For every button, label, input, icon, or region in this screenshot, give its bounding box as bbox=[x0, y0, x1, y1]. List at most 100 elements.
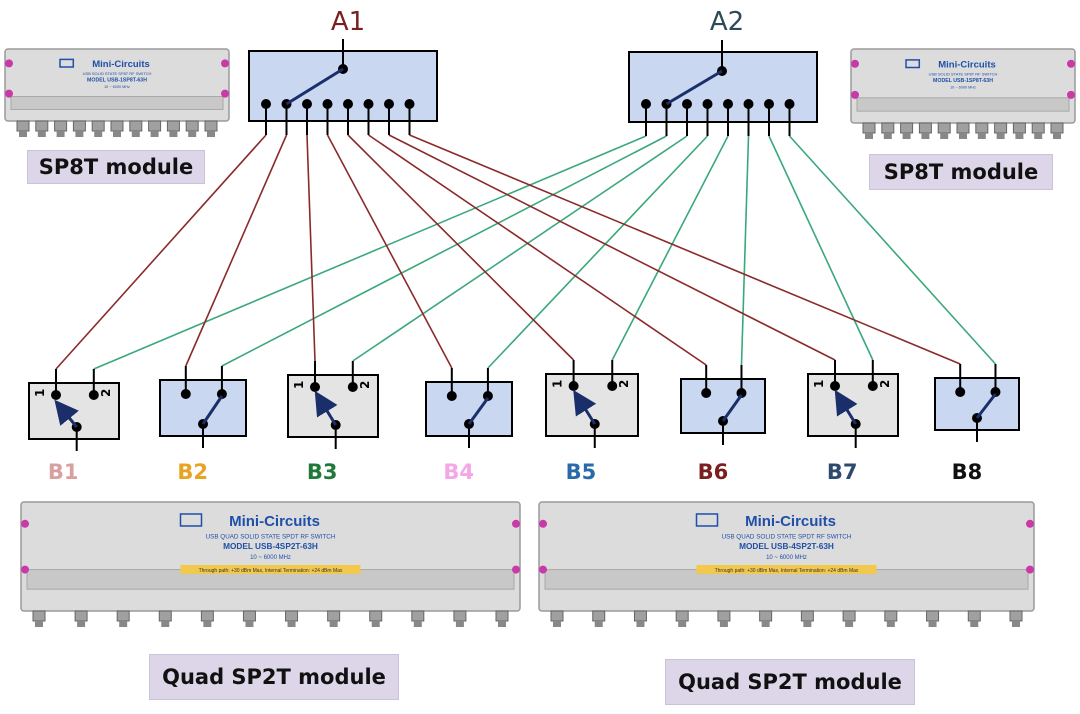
output-terminal bbox=[743, 99, 754, 109]
sma-connector-tip bbox=[75, 131, 84, 137]
sma-connector bbox=[411, 610, 425, 622]
sma-connector bbox=[918, 122, 932, 134]
module-line3: 10 ~ 6000 MHz bbox=[250, 555, 291, 561]
switch-body bbox=[248, 50, 438, 122]
sma-connector bbox=[550, 610, 564, 622]
sma-connector bbox=[91, 120, 105, 132]
output-terminal bbox=[784, 99, 795, 109]
mounting-screw bbox=[512, 565, 520, 574]
wire-layer bbox=[55, 134, 997, 370]
sma-connector-tip bbox=[902, 133, 911, 139]
sma-connector-tip bbox=[150, 131, 159, 137]
module-line3: 10 ~ 6000 MHz bbox=[950, 85, 976, 89]
sma-connector-tip bbox=[959, 133, 967, 139]
caption-sp8t-right: SP8T module bbox=[869, 154, 1053, 190]
input-terminal-2 bbox=[607, 381, 618, 391]
sma-connector-tip bbox=[161, 621, 170, 627]
output-terminal bbox=[702, 99, 713, 109]
mounting-screw bbox=[221, 59, 229, 68]
switch-b8: B8 bbox=[934, 364, 1020, 484]
wire-a2-b1 bbox=[93, 135, 647, 370]
module-brand: Mini-Circuits bbox=[938, 60, 996, 71]
input-terminal-1 bbox=[701, 388, 712, 398]
port-label-1: 1 bbox=[551, 380, 565, 388]
sma-connector bbox=[800, 610, 814, 622]
switch-label-b5: B5 bbox=[566, 460, 597, 484]
sma-connector-tip bbox=[245, 621, 254, 627]
sma-connector-tip bbox=[940, 133, 949, 139]
module-line1: USB SOLID STATE SP8T RF SWITCH bbox=[83, 71, 152, 76]
sma-connector bbox=[116, 610, 130, 622]
switch-b3: 1 2B3 bbox=[287, 361, 379, 484]
mounting-screw bbox=[851, 90, 859, 99]
mounting-screw bbox=[1067, 59, 1075, 68]
switch-arm-arrow bbox=[573, 389, 597, 425]
sma-connector-tip bbox=[113, 131, 121, 137]
mounting-screw bbox=[21, 565, 29, 574]
switch-arm bbox=[975, 393, 997, 419]
mounting-screw bbox=[539, 519, 547, 528]
port-label-1: 1 bbox=[33, 389, 47, 397]
wire-a1-b4 bbox=[326, 134, 453, 369]
output-terminal bbox=[363, 99, 374, 109]
output-terminal bbox=[404, 99, 415, 109]
switch-arm bbox=[721, 394, 743, 422]
sma-connector bbox=[158, 610, 172, 622]
port-label-2: 2 bbox=[878, 380, 892, 388]
sma-connector bbox=[1031, 122, 1045, 134]
sma-connector-tip bbox=[883, 133, 892, 139]
sma-connector bbox=[862, 122, 876, 134]
sma-connector bbox=[74, 610, 88, 622]
output-terminal bbox=[723, 99, 733, 109]
sma-connector-tip bbox=[77, 621, 86, 627]
sma-connector bbox=[900, 122, 914, 134]
switch-b6: B6 bbox=[680, 365, 766, 484]
input-terminal-2 bbox=[347, 382, 358, 392]
switch-arm bbox=[285, 67, 344, 106]
sma-connector bbox=[1050, 122, 1064, 134]
output-terminal bbox=[764, 99, 774, 109]
wire-a1-b8 bbox=[409, 134, 961, 365]
input-terminal-1 bbox=[568, 381, 579, 391]
sma-connector-tip bbox=[455, 621, 464, 627]
sma-connector-tip bbox=[553, 621, 561, 627]
switch-label-b2: B2 bbox=[177, 460, 208, 484]
sma-connector-tip bbox=[886, 621, 895, 627]
switch-label-b1: B1 bbox=[48, 460, 79, 484]
sma-connector bbox=[842, 610, 856, 622]
switch-arm bbox=[201, 395, 224, 425]
switch-b1: 1 2B1 bbox=[28, 369, 120, 484]
sma-connector-tip bbox=[1015, 133, 1024, 139]
sma-connector-tip bbox=[921, 133, 930, 139]
port-label-2: 2 bbox=[358, 381, 372, 389]
module-warning-label bbox=[696, 564, 877, 574]
wire-a1-b3 bbox=[306, 134, 316, 362]
switch-label-b6: B6 bbox=[698, 460, 729, 484]
wire-a1-b2 bbox=[185, 134, 288, 367]
wire-a2-b6 bbox=[740, 135, 750, 366]
port-label-1: 1 bbox=[292, 381, 306, 389]
switch-label-b4: B4 bbox=[443, 460, 474, 484]
module-warning-label bbox=[180, 564, 361, 574]
caption-sp8t-left: SP8T module bbox=[27, 150, 205, 184]
mini-circuits-logo-icon bbox=[179, 513, 203, 527]
sma-connector bbox=[166, 120, 180, 132]
sma-connector bbox=[881, 122, 895, 134]
sma-connector-tip bbox=[35, 621, 43, 627]
wire-a1-b7 bbox=[388, 134, 836, 361]
sma-connector-tip bbox=[977, 133, 986, 139]
sma-connector bbox=[185, 120, 199, 132]
sma-connector bbox=[759, 610, 773, 622]
switch-label-b3: B3 bbox=[307, 460, 338, 484]
input-terminal-2 bbox=[736, 388, 747, 398]
sma-connector-tip bbox=[803, 621, 812, 627]
port-label-2: 2 bbox=[99, 389, 113, 397]
sma-connector bbox=[327, 610, 341, 622]
output-terminal bbox=[322, 99, 333, 109]
sma-connector bbox=[242, 610, 256, 622]
input-terminal-1 bbox=[51, 390, 61, 400]
sma-connector-tip bbox=[371, 621, 380, 627]
